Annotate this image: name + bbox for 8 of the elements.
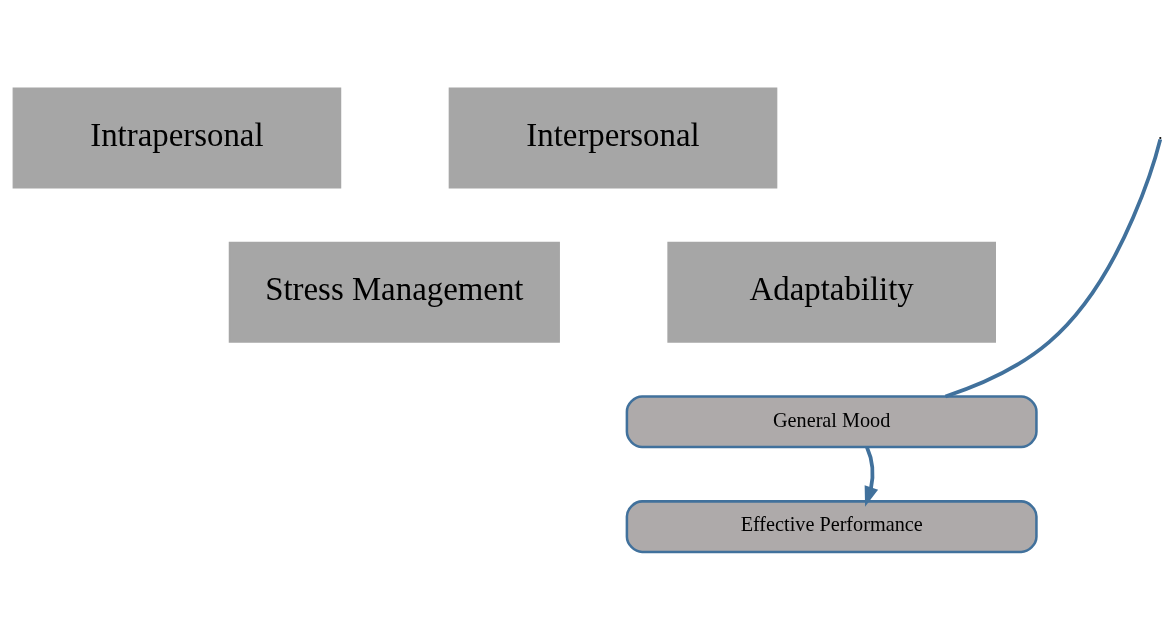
- arrow: [864, 446, 879, 507]
- node-box: Intrapersonal: [12, 86, 342, 189]
- node-box: Stress Management: [228, 241, 560, 343]
- node-box: Effective Performance: [625, 499, 1038, 553]
- node-box: Interpersonal: [448, 86, 778, 189]
- connector: [944, 138, 1163, 398]
- node-box: General Mood: [625, 394, 1038, 448]
- node-box: Adaptability: [667, 241, 996, 343]
